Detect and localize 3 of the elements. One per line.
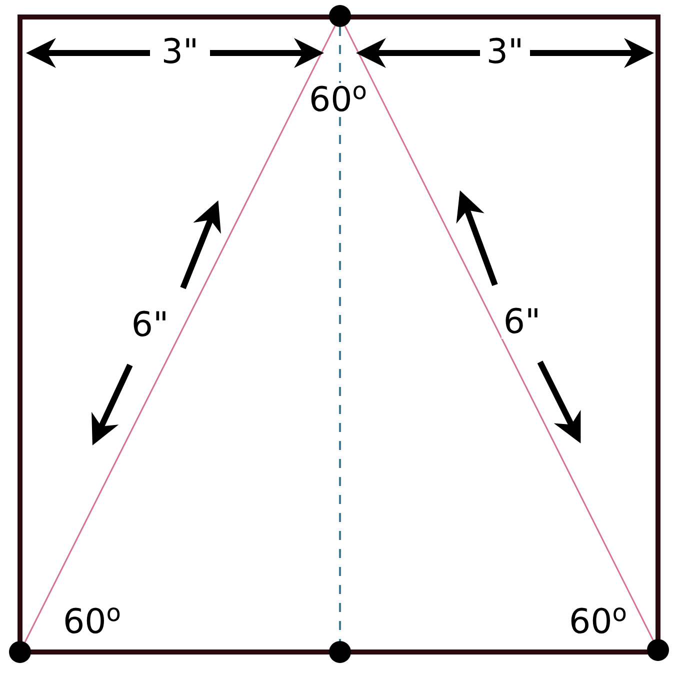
triangle-side [344,26,654,640]
triangle-side [24,25,336,643]
dashed-line [339,27,341,641]
